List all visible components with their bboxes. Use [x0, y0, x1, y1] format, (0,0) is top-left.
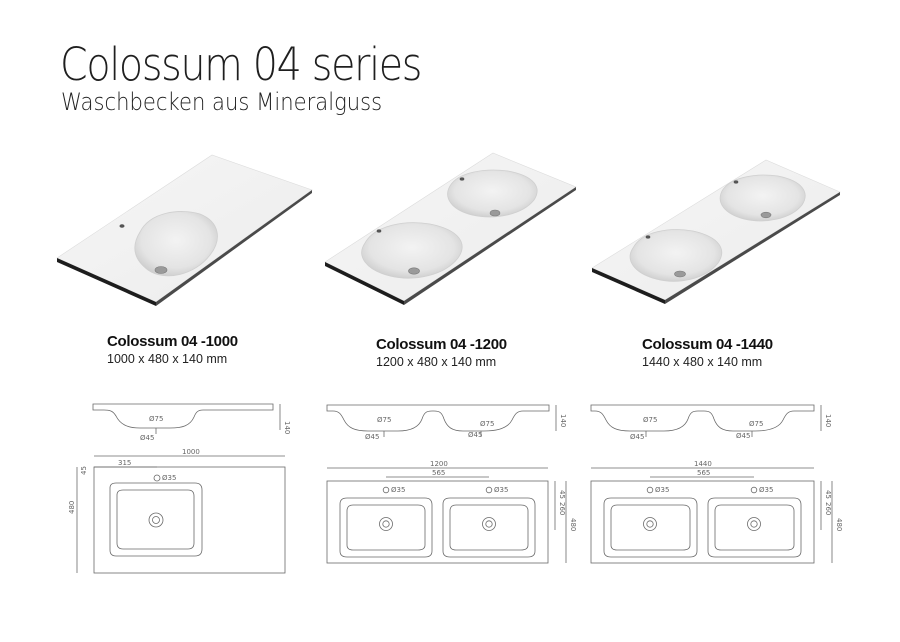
top-view-1000: [76, 455, 286, 574]
dim-tap-hole: Ø35: [162, 474, 176, 482]
dim-drain-bottom: Ø45: [365, 433, 379, 441]
side-view-1000: [92, 403, 281, 434]
dim-drain-bottom: Ø45: [140, 434, 154, 442]
dim-height: 140: [559, 414, 567, 427]
dim-drain-bottom: Ø45: [736, 432, 750, 440]
dim-drain-top: Ø75: [149, 415, 163, 423]
dim-drain-top: Ø75: [749, 420, 763, 428]
top-view-1200: [326, 467, 567, 564]
dim-spacing: 565: [432, 469, 445, 477]
page-title: Colossum 04 series: [60, 38, 422, 91]
dim-height: 140: [824, 414, 832, 427]
model-caption-1440: Colossum 04 -1440 1440 x 480 x 140 mm: [642, 336, 773, 369]
dim-depth: 480: [68, 501, 76, 514]
dim-tap-hole: Ø35: [759, 486, 773, 494]
model-name: Colossum 04 -1000: [107, 333, 238, 350]
side-view-1440: [590, 404, 822, 437]
model-dimensions: 1200 x 480 x 140 mm: [376, 355, 497, 369]
dim-drain-bottom: Ø45: [630, 433, 644, 441]
render-colossum-1440: [591, 159, 841, 304]
dim-drain-top: Ø75: [480, 420, 494, 428]
dim-width: 1200: [430, 460, 448, 468]
dim-drain-bottom: Ø45: [468, 431, 482, 439]
dim-offset: 315: [118, 459, 131, 467]
dim-drain-top: Ø75: [643, 416, 657, 424]
dim-edge: 45: [80, 466, 88, 475]
model-dimensions: 1440 x 480 x 140 mm: [642, 355, 763, 369]
dim-spacing: 565: [697, 469, 710, 477]
dim-height: 140: [283, 421, 291, 434]
model-name: Colossum 04 -1200: [376, 336, 507, 353]
dim-tap-hole: Ø35: [655, 486, 669, 494]
dim-inner-depth: 260: [558, 502, 566, 515]
dim-width: 1440: [694, 460, 712, 468]
dim-depth: 480: [835, 518, 843, 531]
top-view-1440: [590, 467, 833, 564]
dim-edge: 45: [558, 490, 566, 499]
dim-depth: 480: [569, 518, 577, 531]
dim-drain-top: Ø75: [377, 416, 391, 424]
dim-tap-hole: Ø35: [494, 486, 508, 494]
model-dimensions: 1000 x 480 x 140 mm: [107, 352, 228, 366]
dim-tap-hole: Ø35: [391, 486, 405, 494]
side-view-1200: [326, 404, 557, 437]
model-caption-1200: Colossum 04 -1200 1200 x 480 x 140 mm: [376, 336, 507, 369]
dim-inner-depth: 260: [824, 502, 832, 515]
render-colossum-1000: [56, 154, 313, 306]
dim-width: 1000: [182, 448, 200, 456]
render-colossum-1200: [324, 152, 577, 305]
dim-edge: 45: [824, 490, 832, 499]
model-caption-1000: Colossum 04 -1000 1000 x 480 x 140 mm: [107, 333, 238, 366]
page-subtitle: Waschbecken aus Mineralguss: [61, 88, 383, 116]
model-name: Colossum 04 -1440: [642, 336, 773, 353]
